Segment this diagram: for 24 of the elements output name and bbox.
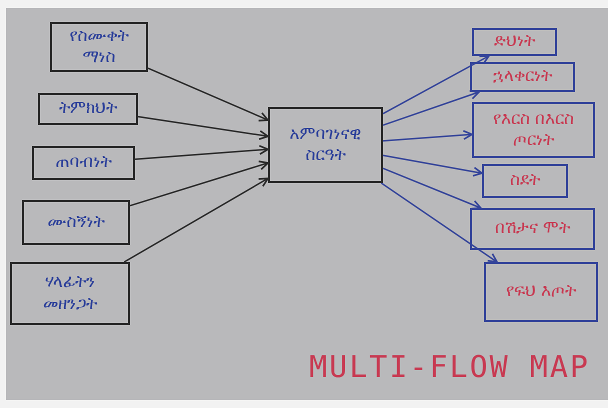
arrow (124, 178, 269, 263)
cause-box: ጠባብነት (32, 146, 135, 180)
effect-box: ኋላቀርነት (470, 62, 575, 92)
arrow (382, 168, 482, 210)
arrow (380, 182, 498, 263)
effect-box: በሽታና ሞት (470, 208, 595, 250)
cause-box: የስሙቀት ማነስ (50, 22, 148, 72)
cause-box: ሃላፊትን መዘንጋት (10, 262, 130, 325)
cause-box: ሙስኝነት (22, 200, 130, 245)
effect-box: ስደት (482, 164, 568, 198)
arrow (148, 68, 269, 122)
effect-box: ድህነት (472, 28, 557, 56)
title: MULTI-FLOW MAP (309, 350, 590, 385)
effect-box: የፍህ እጦት (484, 262, 598, 322)
arrow (382, 154, 483, 177)
arrow (382, 130, 473, 142)
arrow (382, 55, 490, 114)
cause-box: ትምክህት (38, 93, 138, 125)
arrow (134, 144, 269, 160)
effect-box: የእርስ በእርስ ጦርነት (472, 102, 595, 158)
arrow (138, 116, 269, 140)
arrow (382, 90, 480, 126)
arrow (130, 160, 269, 206)
event-box: አምባገነናዊ ስርዓት (268, 107, 383, 183)
